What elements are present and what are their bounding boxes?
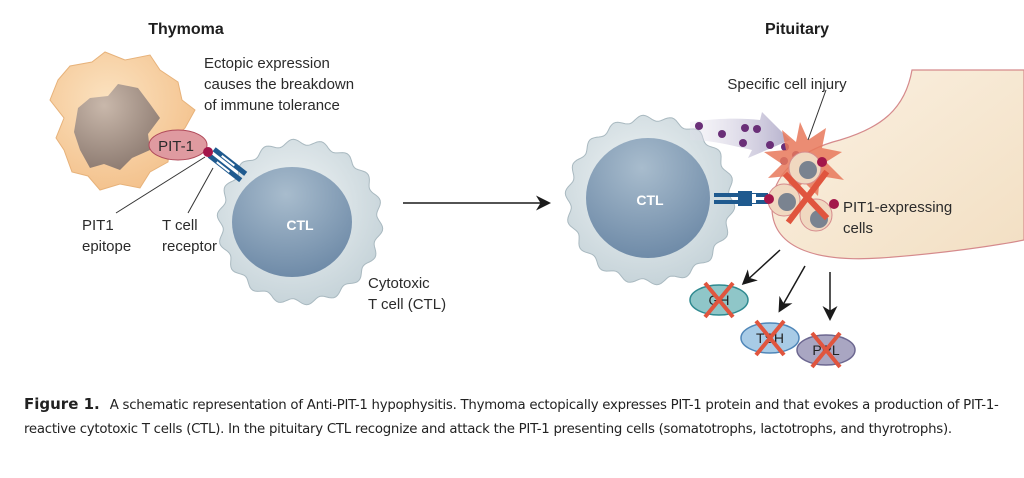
hormone-arrows [741, 249, 838, 321]
epitope-label: PIT1 epitope [82, 217, 131, 255]
svg-text:cells: cells [843, 220, 873, 237]
cross-out-icon [754, 319, 786, 357]
svg-text:receptor: receptor [162, 238, 217, 255]
pit1-antigen: PIT-1 [148, 129, 208, 161]
figure-label: Figure 1. [24, 395, 100, 413]
receptor-label: T cell receptor [162, 217, 217, 255]
svg-text:PIT1-expressing: PIT1-expressing [843, 199, 952, 216]
t-cell-receptor-left [207, 147, 248, 183]
annotation-ectopic-expression: Ectopic expression causes the breakdown … [204, 55, 354, 114]
injury-label: Specific cell injury [727, 76, 847, 93]
ctl-cell-right: CTL [564, 114, 736, 286]
hormone-tsh: TSH [740, 319, 800, 357]
injury-leader-line [807, 89, 827, 141]
cells-label: PIT1-expressing cells [843, 199, 952, 237]
thymoma-title: Thymoma [148, 21, 224, 38]
t-cell-receptor-right [714, 191, 768, 206]
svg-text:PIT1: PIT1 [82, 217, 114, 234]
pit1-expressing-cells [767, 151, 833, 232]
cross-out-icon [703, 281, 735, 319]
cross-out-icon [810, 331, 842, 369]
svg-text:Ectopic expression: Ectopic expression [204, 55, 330, 72]
pit1-epitope-dot [203, 147, 213, 157]
ctl-caption-left: Cytotoxic T cell (CTL) [368, 275, 446, 313]
thymoma-cell [49, 51, 196, 191]
hormone-prl: PRL [796, 331, 856, 369]
pituitary-title: Pituitary [765, 21, 829, 38]
ctl-cell-left: CTL [216, 138, 384, 306]
thymoma-nucleus [74, 84, 160, 170]
svg-text:causes the breakdown: causes the breakdown [204, 76, 354, 93]
pit1-antigen-label: PIT-1 [158, 138, 194, 155]
caption-text: A schematic representation of Anti-PIT-1… [24, 398, 999, 437]
pit1-epitope-dots-right [764, 157, 839, 209]
svg-text:T cell (CTL): T cell (CTL) [368, 296, 446, 313]
ctl-label-left: CTL [286, 217, 314, 233]
figure-caption: Figure 1. A schematic representation of … [24, 392, 1014, 442]
ctl-label-right: CTL [636, 192, 664, 208]
pituitary-gland [771, 69, 1024, 260]
svg-text:epitope: epitope [82, 238, 131, 255]
ctl-nucleus [586, 138, 710, 258]
svg-text:of immune tolerance: of immune tolerance [204, 97, 340, 114]
leader-lines-left [115, 156, 214, 214]
ctl-nucleus [232, 167, 352, 277]
hormone-gh: GH [689, 281, 749, 319]
granule-release-arrow [690, 112, 790, 158]
svg-text:Cytotoxic: Cytotoxic [368, 275, 430, 292]
cell-injury-cross-icon [782, 169, 830, 225]
figure-diagram: Thymoma Ectopic expression causes the br… [49, 21, 1024, 369]
svg-text:T cell: T cell [162, 217, 198, 234]
hormones: GHTSHPRL [689, 281, 856, 369]
